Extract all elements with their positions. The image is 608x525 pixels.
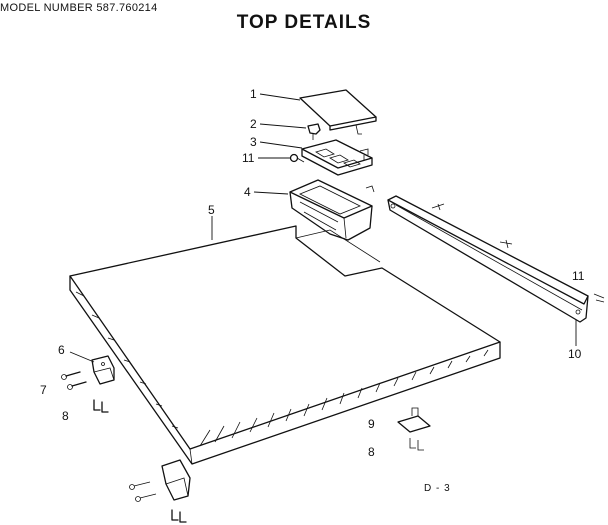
model-number: MODEL NUMBER 587.760214 [0,2,158,14]
leader-lines [69,93,577,363]
callout-4: 4 [244,185,251,199]
clamp-part [397,407,431,451]
callout-5: 5 [208,203,215,217]
callout-8-left: 8 [62,409,69,423]
switch-box-part [289,179,375,241]
callout-3: 3 [250,135,257,149]
screw-upper-part [289,153,305,163]
callout-11-upper: 11 [242,151,255,165]
page-title: TOP DETAILS [236,12,372,33]
callout-1: 1 [250,87,257,101]
switch-assembly-part [301,139,373,176]
callout-8-right: 8 [368,445,375,459]
nuts-left-part [93,399,109,413]
callout-6: 6 [58,343,65,357]
callout-11-right: 11 [572,269,585,283]
callout-9: 9 [368,417,375,431]
side-rail-part [387,195,605,323]
callout-7: 7 [40,383,47,397]
callout-2: 2 [250,117,257,131]
table-top-part [69,225,501,465]
callout-10: 10 [568,347,582,361]
knob-part [307,123,321,140]
cover-part [299,89,377,135]
screws-left-part [61,371,87,390]
bracket-bottom-part [129,459,191,523]
page-code: D - 3 [424,483,451,494]
bracket-left-part [91,355,115,385]
